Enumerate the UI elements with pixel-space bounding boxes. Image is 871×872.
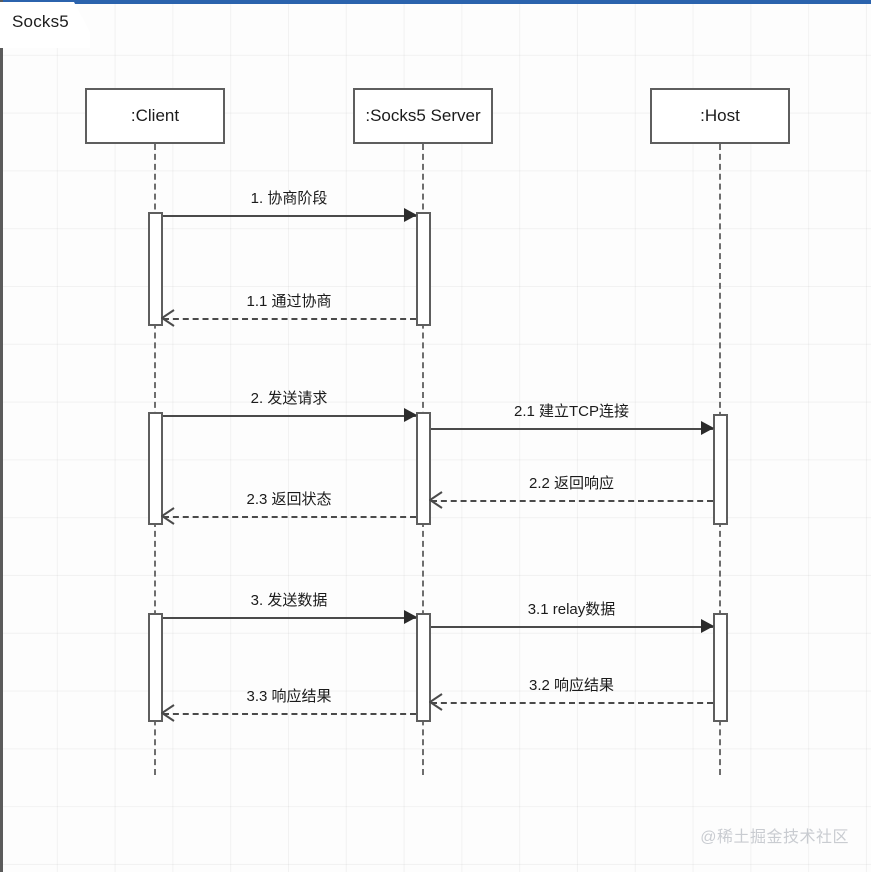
lifeline-label: :Socks5 Server <box>365 106 481 125</box>
arrowhead-left-icon <box>159 704 175 722</box>
message-line <box>162 215 416 217</box>
message-line <box>162 415 416 417</box>
activation-bar-server[interactable] <box>415 212 431 326</box>
arrowhead-left-icon <box>427 491 443 509</box>
arrowhead-left-icon <box>159 507 175 525</box>
message-label: 3.3 响应结果 <box>246 688 332 705</box>
message-label: 2.3 返回状态 <box>246 491 332 508</box>
message-line <box>162 617 416 619</box>
message-line <box>430 428 713 430</box>
arrowhead-left-icon <box>427 693 443 711</box>
lifeline-head-client[interactable]: :Client <box>85 88 225 144</box>
fragment-top-border <box>0 0 871 4</box>
activation-bar-server[interactable] <box>415 412 431 525</box>
activation-bar-server[interactable] <box>415 613 431 722</box>
message-label: 3.2 响应结果 <box>528 677 615 694</box>
message-label: 2.2 返回响应 <box>528 475 615 492</box>
message-line <box>162 516 416 518</box>
lifeline-head-server[interactable]: :Socks5 Server <box>353 88 493 144</box>
fragment-label-tab <box>0 2 90 48</box>
message-line <box>430 626 713 628</box>
fragment-left-border <box>0 0 3 872</box>
arrowhead-right-icon <box>403 208 417 222</box>
message-label: 1. 协商阶段 <box>250 190 328 207</box>
message-line <box>162 713 416 715</box>
lifeline-label: :Host <box>700 106 740 125</box>
message-label: 2.1 建立TCP连接 <box>513 403 630 420</box>
activation-bar-client[interactable] <box>147 613 163 722</box>
message-line <box>430 702 713 704</box>
arrowhead-right-icon <box>700 421 714 435</box>
fragment-label: Socks5 <box>12 12 69 31</box>
lifeline-head-host[interactable]: :Host <box>650 88 790 144</box>
activation-bar-client[interactable] <box>147 212 163 326</box>
arrowhead-right-icon <box>403 610 417 624</box>
message-label: 3. 发送数据 <box>250 592 328 609</box>
activation-bar-client[interactable] <box>147 412 163 525</box>
arrowhead-right-icon <box>403 408 417 422</box>
message-label: 3.1 relay数据 <box>527 601 616 618</box>
lifeline-label: :Client <box>130 106 180 125</box>
message-label: 2. 发送请求 <box>250 390 328 407</box>
activation-bar-host[interactable] <box>712 613 728 722</box>
arrowhead-right-icon <box>700 619 714 633</box>
arrowhead-left-icon <box>159 309 175 327</box>
message-line <box>162 318 416 320</box>
watermark: @稀土掘金技术社区 <box>700 829 849 846</box>
message-label: 1.1 通过协商 <box>246 293 332 310</box>
message-line <box>430 500 713 502</box>
activation-bar-host[interactable] <box>712 414 728 525</box>
